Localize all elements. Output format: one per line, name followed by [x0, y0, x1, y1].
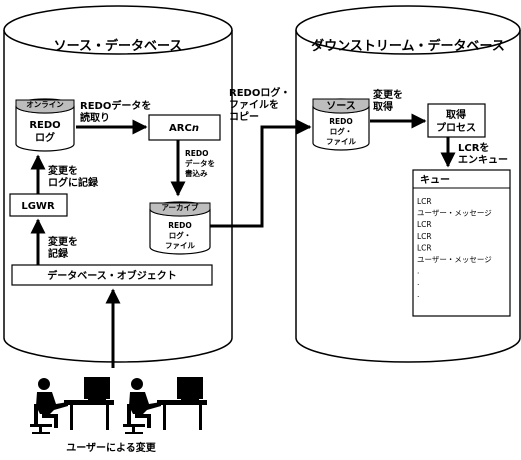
queue-item: . [417, 267, 419, 276]
capture-process-line1: 取得 [446, 108, 466, 121]
get-changes-line2: 取得 [373, 100, 393, 113]
queue-item: ユーザー・メッセージ [417, 255, 492, 264]
queue-item: ユーザー・メッセージ [417, 209, 492, 218]
archive-line2: ログ・ [169, 230, 192, 240]
online-redo-line1: REDO [29, 120, 60, 131]
record-to-log-line2: ログに記録 [48, 176, 99, 189]
source-redo-log-file: ソース REDO ログ・ ファイル [312, 98, 370, 151]
arcn-process: ARCn [148, 114, 221, 141]
copy-label-line2: ファイルを [229, 99, 279, 111]
write-redo-line1: REDO [185, 149, 209, 158]
online-redo-log: オンライン REDO ログ [15, 98, 75, 152]
copy-label-line3: コピー [229, 111, 259, 123]
queue-item: LCR [417, 197, 432, 206]
archive-line3: ファイル [165, 241, 195, 250]
enqueue-line2: エンキュー [458, 154, 508, 166]
queue-item: . [417, 290, 419, 299]
user-workstation-icon [30, 377, 114, 434]
arcn-suffix: n [192, 123, 199, 134]
queue-item: LCR [417, 220, 432, 229]
database-objects-label: データベース・オブジェクト [47, 269, 177, 282]
write-redo-line3: 書込み [185, 168, 208, 178]
source-redo-line1: REDO [329, 117, 353, 126]
copy-label-line1: REDOログ・ [229, 86, 290, 99]
archive-tag: アーカイブ [161, 202, 199, 212]
lgwr-label: LGWR [21, 201, 55, 212]
read-redo-label-line1: REDOデータを [80, 99, 151, 112]
source-redo-tag: ソース [326, 100, 356, 112]
copy-redo-arrow [210, 119, 312, 228]
queue-item: . [417, 278, 419, 287]
source-redo-line2: ログ・ [330, 126, 353, 136]
downstream-database-title: ダウンストリーム・データベース [311, 38, 505, 54]
capture-process-line2: プロセス [436, 121, 476, 134]
user-changes-label: ユーザーによる変更 [66, 441, 156, 454]
queue-item: LCR [417, 232, 432, 241]
svg-text:ARCn: ARCn [169, 123, 199, 134]
lgwr-process: LGWR [9, 193, 68, 217]
record-to-log-line1: 変更を [48, 164, 78, 177]
user-workstation-icon [123, 377, 207, 434]
online-redo-line2: ログ [35, 131, 55, 144]
capture-process: 取得 プロセス [427, 103, 486, 138]
write-redo-line2: データを [185, 158, 215, 168]
read-redo-label-line2: 読取り [80, 111, 110, 124]
online-redo-tag: オンライン [26, 100, 64, 109]
queue-items: LCR ユーザー・メッセージ LCR LCR LCR ユーザー・メッセージ... [417, 197, 492, 299]
source-database-title: ソース・データベース [54, 38, 183, 54]
archive-line1: REDO [168, 221, 192, 230]
queue: キュー LCR ユーザー・メッセージ LCR LCR LCR ユーザー・メッセージ... [412, 169, 511, 317]
record-line1: 変更を [48, 235, 78, 248]
archived-redo-log-file: アーカイブ REDO ログ・ ファイル [149, 201, 211, 255]
database-objects: データベース・オブジェクト [11, 264, 213, 286]
get-changes-line1: 変更を [373, 88, 403, 101]
source-redo-line3: ファイル [326, 137, 356, 146]
record-line2: 記録 [48, 247, 69, 260]
queue-item: LCR [417, 243, 432, 252]
arcn-label: ARC [169, 123, 192, 134]
queue-title: キュー [420, 174, 450, 186]
enqueue-line1: LCRを [458, 142, 489, 154]
